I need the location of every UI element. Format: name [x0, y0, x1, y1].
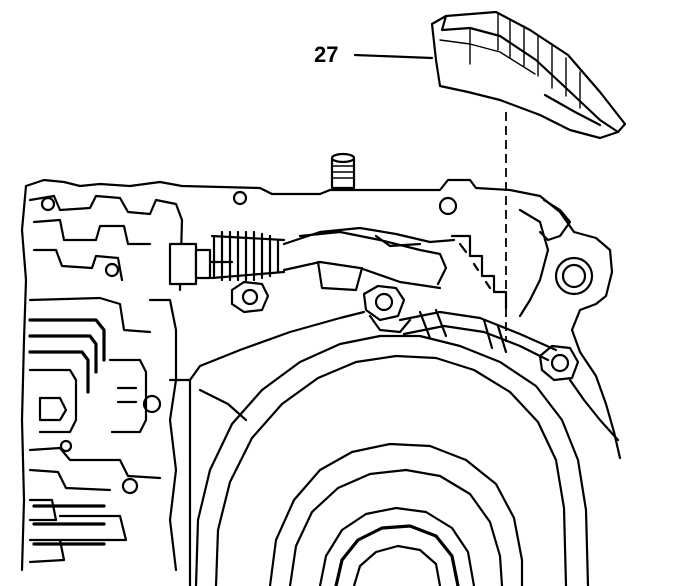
bolt-center — [362, 284, 412, 334]
spring-solenoid-assembly — [168, 208, 550, 318]
callout-leader-line — [353, 53, 434, 60]
bolt-right — [538, 344, 580, 382]
part-27-cover — [430, 10, 627, 140]
bolt-left — [230, 280, 270, 314]
servo-band — [398, 308, 620, 442]
coil-spring — [210, 230, 286, 282]
transmission-case-outline — [20, 152, 622, 572]
callout-number: 27 — [314, 42, 338, 67]
case-mount-boss — [554, 256, 594, 296]
callout-27: 27 — [314, 42, 434, 67]
solenoid-body — [168, 242, 198, 286]
drum-housing — [168, 310, 590, 586]
valve-body — [28, 190, 458, 572]
